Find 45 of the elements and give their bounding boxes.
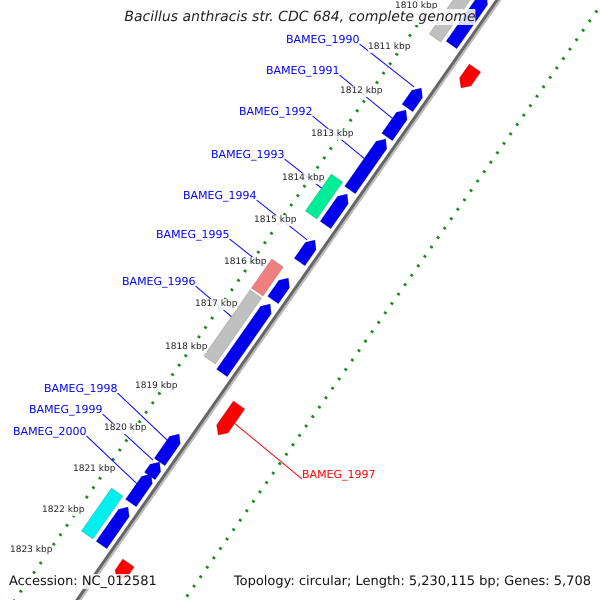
leader-line bbox=[359, 44, 415, 88]
gene-label: BAMEG_1990 bbox=[286, 33, 360, 46]
gene-block bbox=[401, 87, 423, 112]
gene-block bbox=[381, 109, 408, 142]
gene-block bbox=[154, 433, 181, 466]
gene-block bbox=[144, 461, 162, 480]
gene-label: BAMEG_1993 bbox=[211, 148, 285, 161]
leader-line bbox=[86, 436, 138, 484]
gene-block bbox=[124, 473, 153, 508]
gene-label: BAMEG_1996 bbox=[122, 275, 196, 288]
gene-label: BAMEG_1998 bbox=[44, 382, 118, 395]
gene-block bbox=[458, 63, 482, 89]
gene-label: BAMEG_2000 bbox=[13, 425, 87, 438]
gene-block bbox=[266, 277, 290, 304]
scale-label: 1822 kbp bbox=[42, 505, 84, 516]
gene-label: BAMEG_1991 bbox=[266, 64, 340, 77]
scale-label: 1821 kbp bbox=[73, 464, 116, 475]
leader-line bbox=[234, 423, 302, 480]
gene-bar bbox=[304, 173, 344, 220]
scale-label: 1818 kbp bbox=[165, 342, 208, 353]
title: Bacillus anthracis str. CDC 684, complete genome bbox=[124, 9, 476, 25]
gene-block bbox=[294, 239, 317, 266]
scale-label: 1813 kbp bbox=[311, 129, 354, 140]
scale-label: 1814 kbp bbox=[282, 173, 324, 184]
gene-label: BAMEG_1994 bbox=[183, 189, 257, 202]
gene-label: BAMEG_1992 bbox=[239, 105, 313, 118]
scale-label: 1816 kbp bbox=[224, 257, 266, 268]
scale-label: 1820 kbp bbox=[104, 423, 146, 434]
gene-block bbox=[344, 138, 388, 194]
scale-label: 1811 kbp bbox=[368, 42, 410, 53]
gene-label: BAMEG_1995 bbox=[156, 228, 230, 241]
gene-block bbox=[216, 400, 246, 436]
leader-line bbox=[117, 392, 168, 440]
gene-block bbox=[319, 193, 349, 230]
gene-label: BAMEG_1999 bbox=[29, 403, 103, 416]
scale-label: 1819 kbp bbox=[135, 381, 178, 392]
footer-text: Topology: circular; Length: 5,230,115 bp; Genes: 5,708 bbox=[234, 574, 591, 589]
gene-label: BAMEG_1997 bbox=[302, 468, 376, 481]
scale-label: 1817 kbp bbox=[195, 299, 238, 310]
scale-label: 1823 kbp bbox=[10, 545, 52, 556]
scale-label: 1812 kbp bbox=[340, 86, 382, 97]
gene-block bbox=[95, 506, 130, 550]
gene-bar bbox=[250, 258, 284, 297]
scale-label: 1815 kbp bbox=[254, 215, 296, 226]
footer-text: Accession: NC_012581 bbox=[9, 574, 157, 589]
